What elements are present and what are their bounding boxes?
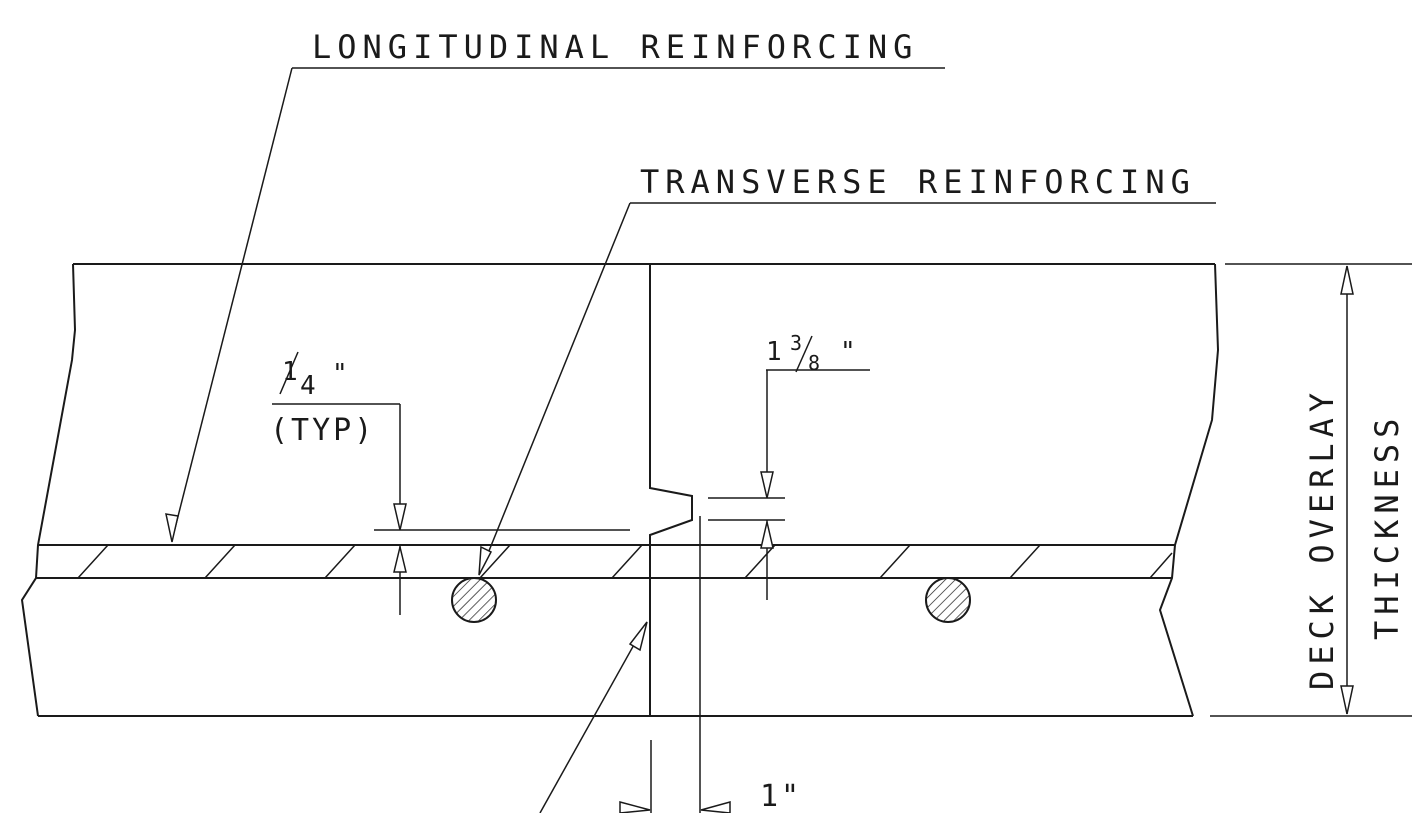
quarter-dim-denominator: 4 [300, 371, 318, 401]
transverse-bar-right [925, 577, 971, 623]
longitudinal-leader-arrow [165, 513, 179, 543]
quarter-dim-unit: " [332, 359, 350, 389]
transverse-leader-arrow [478, 545, 493, 576]
deck-overlay-label: DECK OVERLAY [1303, 387, 1341, 690]
quarter-dim-typ: (TYP) [270, 413, 375, 448]
longitudinal-leader-line [171, 67, 293, 541]
thickness-label: THICKNESS [1368, 413, 1406, 640]
three-eighths-dim-numerator: 3 [790, 331, 804, 355]
one-inch-dim-label: 1" [760, 779, 802, 813]
three-eighths-dim-whole: 1 [766, 337, 784, 367]
transverse-leader-line [479, 202, 631, 574]
deck-overlay-thickness-dimension: DECK OVERLAY THICKNESS [1210, 263, 1412, 717]
three-eighths-dim-denominator: 8 [808, 351, 822, 375]
construction-joint-line [649, 264, 693, 716]
joint-leader-arrow [628, 621, 648, 652]
slab-right-break-line [1158, 263, 1220, 717]
one-inch-dim-arrow-right [700, 801, 731, 813]
bar-layer-hatching [77, 544, 1173, 579]
joint-leader-line [539, 624, 646, 813]
transverse-reinforcing-label: TRANSVERSE REINFORCING [640, 163, 1196, 201]
one-inch-dim-arrow-left [619, 801, 651, 813]
quarter-inch-dimension: 1 4 " (TYP) [270, 351, 630, 615]
slab-left-break-line [20, 263, 77, 717]
transverse-bar-left [451, 577, 497, 623]
longitudinal-reinforcing-label: LONGITUDINAL REINFORCING [312, 28, 918, 66]
one-three-eighths-dimension: 1 3 8 " [708, 331, 870, 600]
three-eighths-dim-unit: " [840, 337, 858, 367]
